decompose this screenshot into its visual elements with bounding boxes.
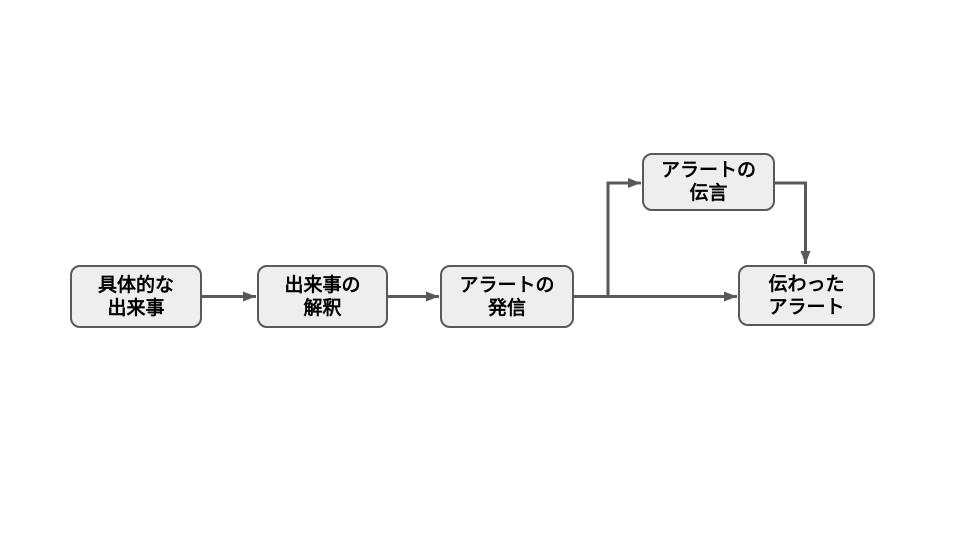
connector-sending-to-relay <box>606 178 641 297</box>
node-label-line: 出来事の <box>284 273 361 296</box>
node-concrete-event: 具体的な 出来事 <box>70 265 202 328</box>
node-label-line: アラート <box>768 295 845 318</box>
node-label-line: アラートの <box>660 159 756 181</box>
node-received-alert: 伝わった アラート <box>738 265 875 326</box>
node-label-line: アラートの <box>459 273 555 296</box>
node-alert-relay-label: アラートの 伝言 <box>661 159 756 205</box>
node-event-interpretation-label: 出来事の 解釈 <box>284 274 360 320</box>
node-alert-sending-label: アラートの 発信 <box>459 274 554 320</box>
node-concrete-event-label: 具体的な 出来事 <box>98 274 174 320</box>
node-alert-relay: アラートの 伝言 <box>642 153 775 211</box>
node-label-line: 解釈 <box>303 296 342 319</box>
node-label-line: 出来事 <box>107 296 165 319</box>
node-label-line: 伝わった <box>768 272 845 295</box>
node-event-interpretation: 出来事の 解釈 <box>257 265 388 328</box>
node-alert-sending: アラートの 発信 <box>440 265 574 328</box>
node-label-line: 発信 <box>487 296 526 319</box>
connector-relay-to-received <box>775 181 811 264</box>
node-label-line: 伝言 <box>689 182 728 204</box>
node-label-line: 具体的な <box>97 273 174 296</box>
node-received-alert-label: 伝わった アラート <box>768 273 844 319</box>
